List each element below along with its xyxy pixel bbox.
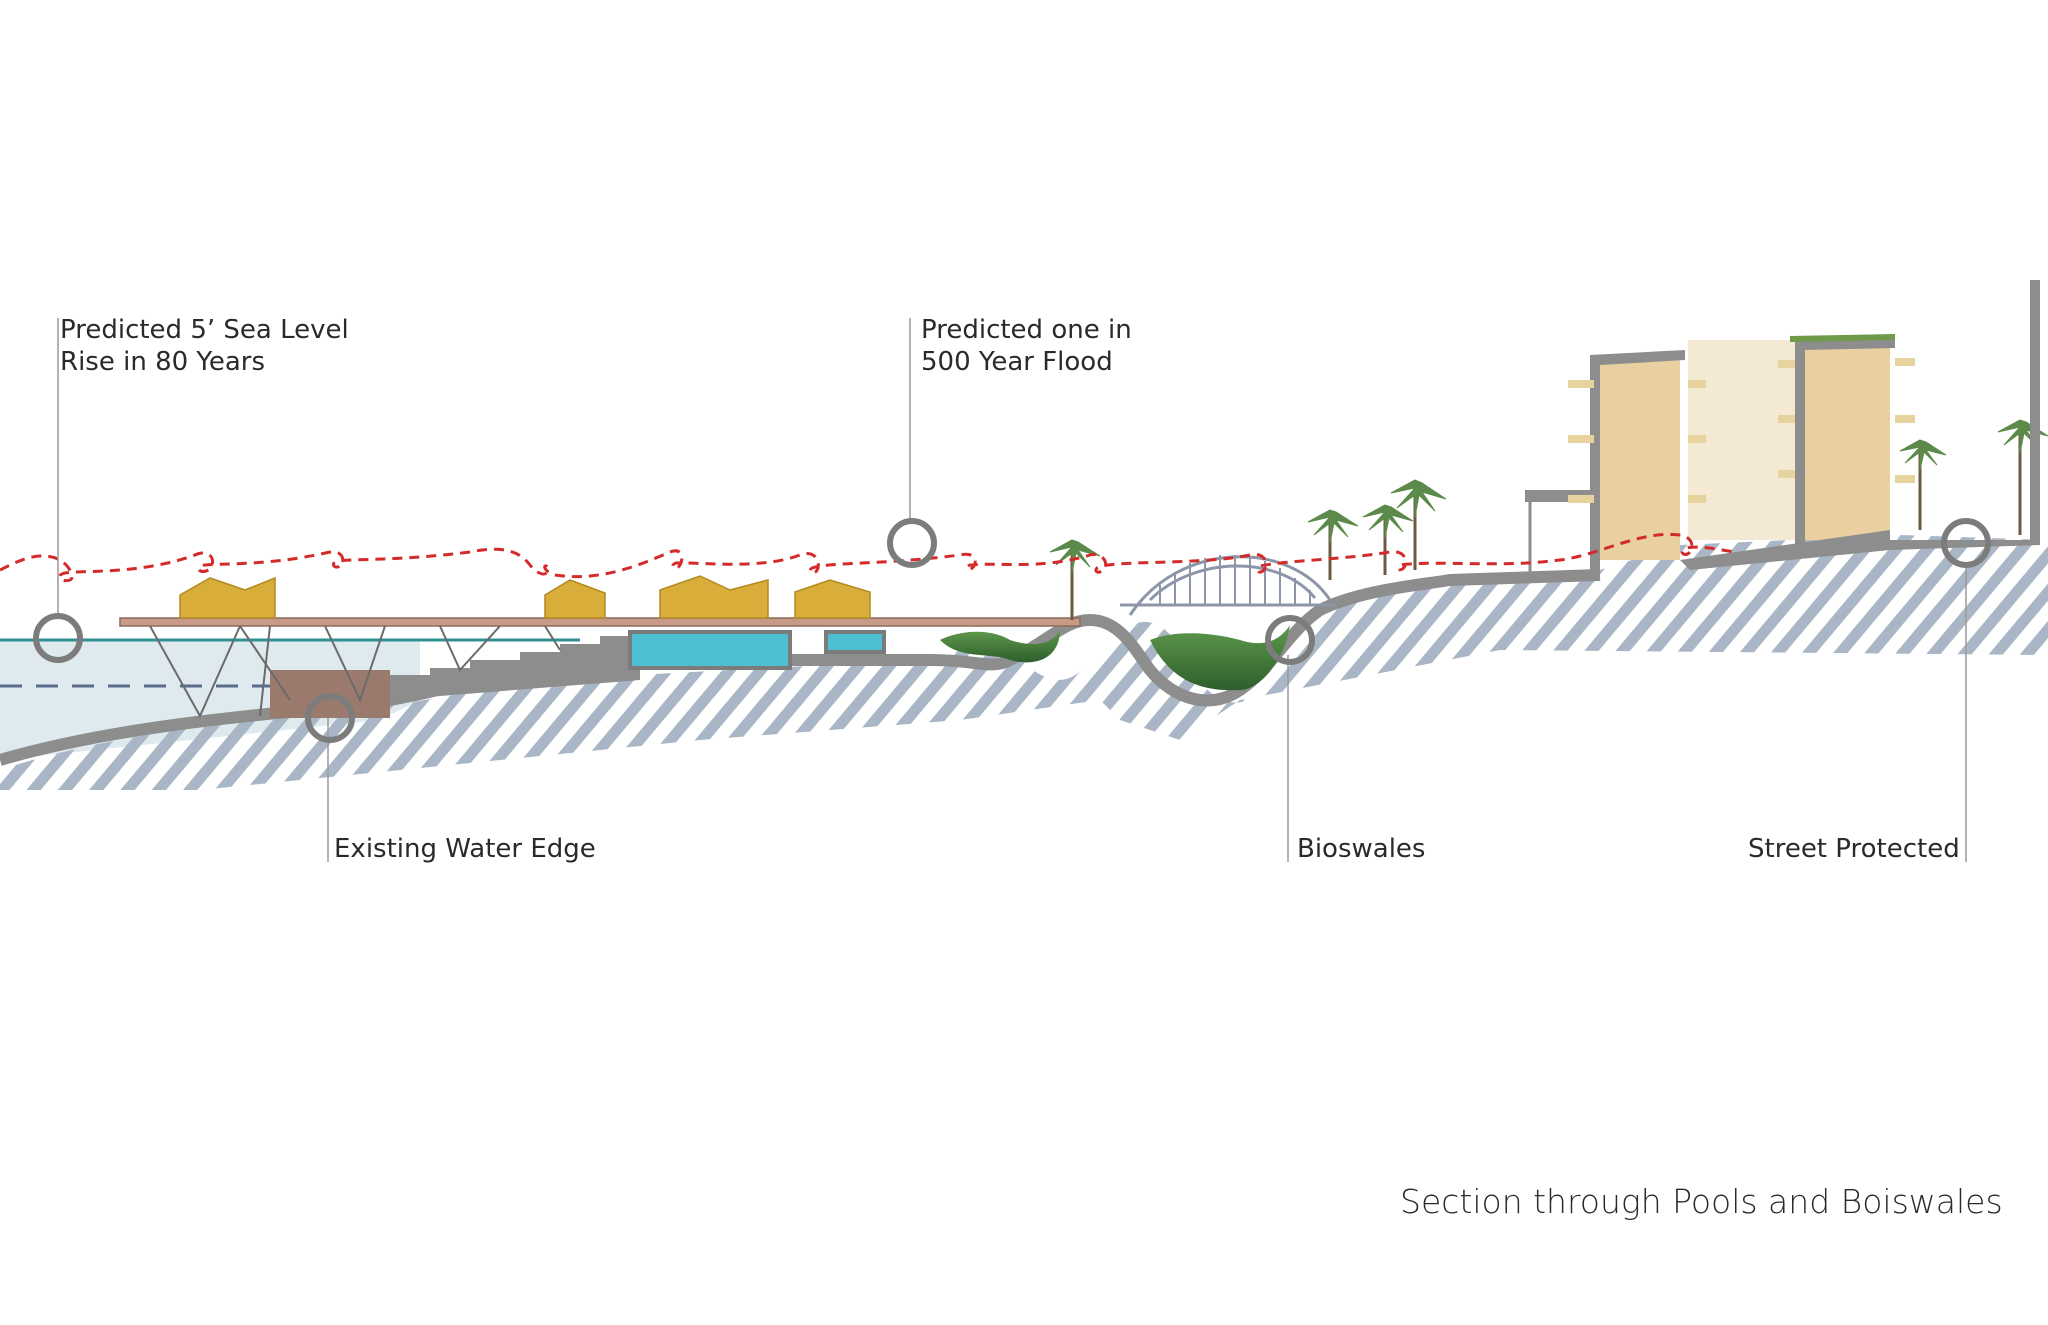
palm-tree-icon — [1362, 504, 1414, 575]
sea-level-callout-line1: Predicted 5’ Sea Level — [60, 315, 349, 345]
cabanas — [179, 575, 871, 619]
building-right — [1790, 334, 1915, 545]
palm-tree-icon — [1899, 439, 1947, 530]
palm-tree-icon — [1390, 479, 1447, 570]
flood-callout-line1: Predicted one in — [921, 315, 1132, 345]
water-edge-callout: Existing Water Edge — [334, 834, 596, 864]
bioswale-vegetation-1 — [940, 630, 1060, 663]
boardwalk-deck — [119, 617, 1081, 627]
palm-tree-icon — [1997, 419, 2048, 535]
sea-level-callout-line2: Rise in 80 Years — [60, 347, 266, 377]
flood-callout-line2: 500 Year Flood — [921, 347, 1113, 377]
arch-bridge-icon — [1120, 555, 1335, 616]
palm-tree-icon — [1049, 539, 1101, 620]
stepped-wall — [390, 636, 640, 700]
green-roof — [1790, 334, 1895, 342]
pool-main — [628, 630, 792, 670]
building-left — [1525, 350, 1685, 572]
building-middle — [1688, 340, 1798, 540]
diagram-caption: Section through Pools and Boiswales — [1400, 1182, 2003, 1221]
bioswales-callout: Bioswales — [1297, 834, 1426, 864]
pool-small — [824, 630, 886, 654]
circle-marker-icon — [33, 518, 1991, 743]
boardwalk-supports — [149, 625, 561, 719]
street-protected-callout: Street Protected — [1748, 834, 1960, 864]
flood-line — [0, 532, 1736, 583]
ground-hatch — [0, 535, 2048, 790]
street-seawall — [1680, 280, 2040, 570]
bioswale-vegetation-2 — [1150, 625, 1290, 691]
palm-tree-icon — [1307, 509, 1359, 580]
